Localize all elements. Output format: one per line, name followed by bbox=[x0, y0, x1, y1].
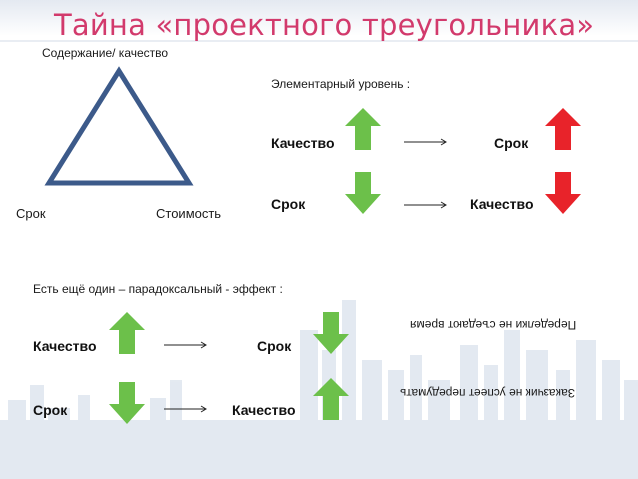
paradox-row1-right: Срок bbox=[257, 338, 292, 354]
arrow-up-icon bbox=[109, 312, 145, 354]
project-triangle bbox=[44, 66, 194, 186]
header-band bbox=[0, 0, 638, 36]
paradox-row1-left: Качество bbox=[33, 338, 97, 354]
triangle-right-label: Стоимость bbox=[156, 206, 222, 221]
paradox-row2-right: Качество bbox=[232, 402, 296, 418]
arrow-up-icon bbox=[545, 108, 581, 150]
elementary-row2-right: Качество bbox=[470, 196, 534, 212]
arrow-up-icon bbox=[345, 108, 381, 150]
arrow-up-icon bbox=[313, 378, 349, 420]
arrow-down-icon bbox=[545, 172, 581, 214]
triangle-left-label: Срок bbox=[16, 206, 46, 221]
triangle-top-label: Содержание/ качество bbox=[42, 46, 169, 60]
arrow-down-icon bbox=[313, 312, 349, 354]
slide-title: Тайна «проектного треугольника» bbox=[54, 8, 595, 42]
elementary-row2-left: Срок bbox=[271, 196, 306, 212]
upside-down-note: Заказчик не успеет передумать bbox=[400, 386, 575, 400]
skyline-watermark bbox=[0, 300, 638, 479]
elementary-heading: Элементарный уровень : bbox=[271, 77, 411, 91]
header-rule bbox=[0, 40, 638, 42]
elementary-row1-left: Качество bbox=[271, 135, 335, 151]
paradox-heading: Есть ещё один – парадоксальный - эффект … bbox=[33, 282, 283, 296]
arrow-down-icon bbox=[109, 382, 145, 424]
elementary-row1-right: Срок bbox=[494, 135, 529, 151]
paradox-row2-left: Срок bbox=[33, 402, 68, 418]
upside-down-note: Переделки не съедают время bbox=[410, 318, 577, 332]
arrow-down-icon bbox=[345, 172, 381, 214]
